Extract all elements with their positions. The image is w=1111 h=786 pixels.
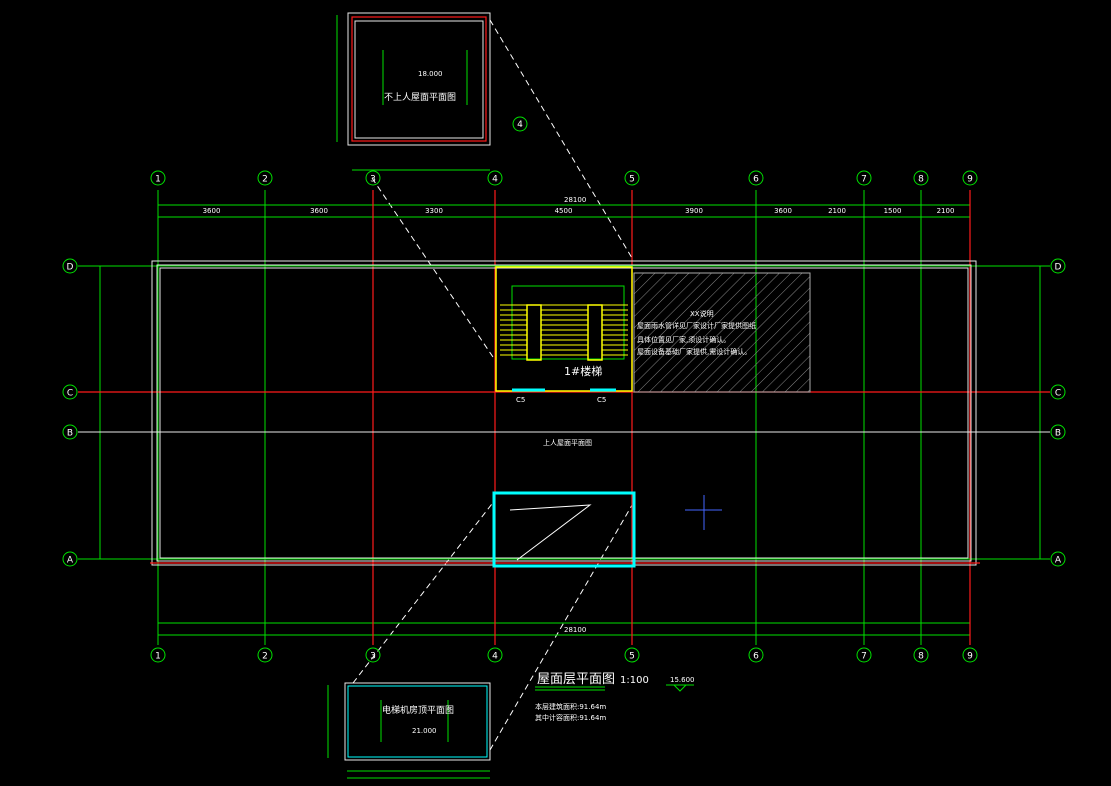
overall-dimension-bottom: 28100 [564, 626, 586, 634]
grid-bubble-2: 2 [257, 647, 273, 663]
grid-bubble-1: 1 [150, 170, 166, 186]
upper-roof-label: 上人屋面平面图 [543, 438, 592, 447]
svg-text:2: 2 [262, 652, 268, 662]
window-label-right: C5 [597, 396, 606, 404]
drawing-title-block: 屋面层平面图 1:100 15.600 本层建筑面积:91.64m 其中计容面积… [535, 672, 695, 722]
grid-bubble-C: C [1050, 384, 1066, 400]
svg-text:4: 4 [492, 652, 498, 662]
svg-text:7: 7 [861, 175, 867, 185]
grid-bubble-3: 3 [365, 170, 381, 186]
grid-bubble-4: 4 [487, 170, 503, 186]
dimension-label: 3600 [310, 207, 328, 215]
grid-bubble-8: 8 [913, 170, 929, 186]
svg-text:D: D [1055, 263, 1062, 273]
grid-bubble-5: 5 [624, 170, 640, 186]
svg-text:6: 6 [753, 652, 759, 662]
top-inset-plan: 不上人屋面平面图 18.000 4 [336, 12, 528, 171]
grid-bubble-3: 3 [365, 647, 381, 663]
grid-bubble-B: B [62, 424, 78, 440]
svg-text:A: A [1055, 556, 1062, 566]
dimension-label: 3600 [774, 207, 792, 215]
svg-text:C: C [1055, 389, 1061, 399]
svg-text:C: C [67, 389, 73, 399]
svg-text:屋面雨水管详见厂家设计厂家提供图纸: 屋面雨水管详见厂家设计厂家提供图纸 [637, 321, 756, 330]
svg-text:6: 6 [753, 175, 759, 185]
elevator-shaft [492, 491, 636, 568]
top-inset-label: 不上人屋面平面图 [384, 92, 456, 103]
svg-text:B: B [1055, 429, 1061, 439]
svg-text:8: 8 [918, 175, 924, 185]
svg-text:屋面设备基础厂家提供,需设计确认。: 屋面设备基础厂家提供,需设计确认。 [637, 347, 751, 356]
grid-bubble-4: 4 [487, 647, 503, 663]
grid-bubble-2: 2 [257, 170, 273, 186]
svg-text:3: 3 [370, 652, 376, 662]
grid-bubble-1: 1 [150, 647, 166, 663]
stair-label: 1#楼梯 [564, 364, 602, 378]
grid-bubble-6: 6 [748, 170, 764, 186]
dimension-label: 3300 [425, 207, 443, 215]
svg-text:4: 4 [492, 175, 498, 185]
svg-text:A: A [67, 556, 74, 566]
dimension-label: 3900 [685, 207, 703, 215]
dimension-label: 4500 [555, 207, 573, 215]
svg-text:3: 3 [370, 175, 376, 185]
grid-bubble-D: D [62, 258, 78, 274]
grid-bubble-C: C [62, 384, 78, 400]
bottom-inset-level: 21.000 [412, 727, 437, 735]
grid-bubble-6: 6 [748, 647, 764, 663]
grid-bubble-8: 8 [913, 647, 929, 663]
grid-bubble-7: 7 [856, 647, 872, 663]
hatched-equipment-area [633, 272, 811, 393]
svg-text:D: D [67, 263, 74, 273]
svg-text:7: 7 [861, 652, 867, 662]
grid-bubble-A: A [62, 551, 78, 567]
bottom-inset-label: 电梯机房顶平面图 [382, 704, 454, 716]
grid-bubble-A: A [1050, 551, 1066, 567]
svg-text:9: 9 [967, 652, 973, 662]
top-inset-level: 18.000 [418, 70, 443, 78]
grid-bubble-D: D [1050, 258, 1066, 274]
svg-text:5: 5 [629, 175, 635, 185]
grid-bubble-9: 9 [962, 170, 978, 186]
svg-text:5: 5 [629, 652, 635, 662]
svg-text:1: 1 [155, 175, 161, 185]
svg-text:具体位置见厂家,须设计确认。: 具体位置见厂家,须设计确认。 [637, 335, 730, 344]
svg-text:9: 9 [967, 175, 973, 185]
window-label-left: C5 [516, 396, 525, 404]
svg-text:8: 8 [918, 652, 924, 662]
dimension-label: 3600 [203, 207, 221, 215]
top-dimensions: 3600 3600 3300 4500 3900 3600 2100 1500 2100 [203, 207, 955, 215]
svg-text:B: B [67, 429, 73, 439]
level-mark: 15.600 [670, 676, 695, 684]
top-inset-detail-ref: 4 [517, 120, 523, 130]
overall-dimension: 28100 [564, 196, 586, 204]
dimension-label: 2100 [828, 207, 846, 215]
building-outline [150, 260, 980, 566]
dimension-label: 2100 [937, 207, 955, 215]
grid-bubble-9: 9 [962, 647, 978, 663]
counted-area: 其中计容面积:91.64m [535, 713, 606, 722]
dimension-label: 1500 [884, 207, 902, 215]
grid-bubble-7: 7 [856, 170, 872, 186]
stair-1: 1#楼梯 C5 C5 [495, 266, 633, 404]
bottom-inset-plan: 电梯机房顶平面图 21.000 [327, 682, 491, 779]
drawing-scale: 1:100 [620, 675, 649, 686]
grid-bubble-5: 5 [624, 647, 640, 663]
svg-text:XX说明: XX说明 [690, 309, 714, 318]
svg-text:1: 1 [155, 652, 161, 662]
svg-text:2: 2 [262, 175, 268, 185]
grid-bubble-B: B [1050, 424, 1066, 440]
total-area: 本层建筑面积:91.64m [535, 702, 606, 711]
drawing-title: 屋面层平面图 [537, 672, 615, 687]
equipment-note: XX说明 屋面雨水管详见厂家设计厂家提供图纸 具体位置见厂家,须设计确认。 屋面… [637, 309, 756, 356]
